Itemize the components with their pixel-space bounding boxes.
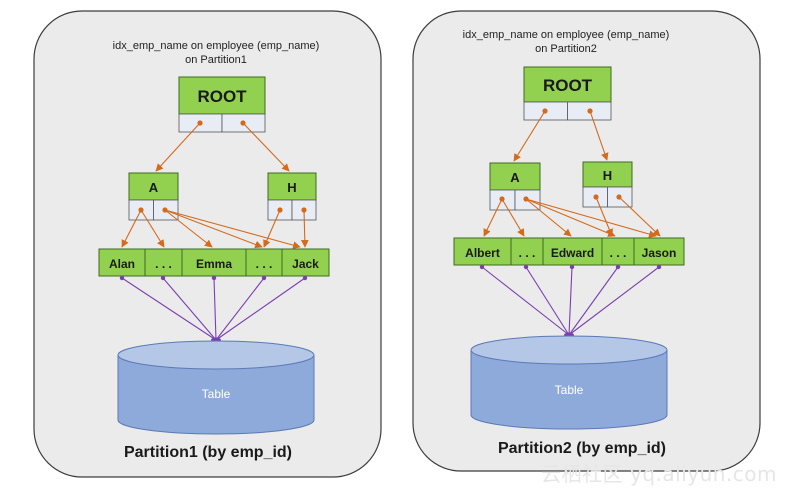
partition-2-leaf-row: Albert . . . Edward . . . Jason bbox=[453, 237, 685, 266]
partition-1-panel: idx_emp_name on employee (emp_name) on P… bbox=[33, 10, 382, 478]
partition-2-panel: idx_emp_name on employee (emp_name) on P… bbox=[412, 10, 761, 472]
partition-2-leaf-1-label: Albert bbox=[465, 246, 500, 260]
partition-1-leaf-1 bbox=[98, 248, 146, 277]
partition-2-title: Partition2 (by emp_id) bbox=[498, 440, 666, 457]
partition-1-pointer-arrows bbox=[121, 122, 309, 249]
partition-1-leaf-2-label: . . . bbox=[155, 257, 172, 271]
partition-2-caption-line1: idx_emp_name on employee (emp_name) bbox=[463, 29, 670, 41]
partition-2-branch-h: H bbox=[582, 161, 633, 208]
partition-2-table-label: Table bbox=[555, 383, 584, 397]
partition-1-table-label: Table bbox=[202, 387, 231, 401]
partition-1-link-dots bbox=[119, 275, 308, 343]
partition-1-leaf-4-label: . . . bbox=[256, 257, 273, 271]
partition-1-branch-h-label: H bbox=[287, 180, 296, 195]
partition-2-caption-line2: on Partition2 bbox=[535, 43, 597, 55]
partition-2-pointer-arrows bbox=[483, 110, 661, 238]
watermark-text: 云栖社区 yq.aliyun.com bbox=[541, 462, 777, 486]
partition-1-branch-a: A bbox=[128, 172, 179, 221]
partition-2-root-node: ROOT bbox=[523, 66, 612, 121]
partition-2-leaf-4-label: . . . bbox=[610, 246, 627, 260]
partition-2-branch-h-label: H bbox=[603, 168, 612, 183]
partition-1-caption-line1: idx_emp_name on employee (emp_name) bbox=[113, 40, 320, 52]
partition-2-leaf-1 bbox=[453, 237, 512, 266]
partition-1-branch-h: H bbox=[267, 172, 317, 221]
partition-2-table-links bbox=[481, 266, 660, 336]
partition-1-leaf-3-label: Emma bbox=[196, 257, 232, 271]
partition-1-title: Partition1 (by emp_id) bbox=[124, 444, 292, 461]
partition-1-leaf-5-label: Jack bbox=[292, 257, 319, 271]
partition-1-leaf-2 bbox=[144, 248, 183, 277]
partition-1-root-label: ROOT bbox=[197, 87, 247, 106]
partition-2-leaf-2-label: . . . bbox=[519, 246, 536, 260]
partition-2-table-cylinder: Table bbox=[470, 335, 668, 430]
partition-2-leaf-3 bbox=[542, 237, 603, 266]
partition-1-table-cylinder: Table bbox=[117, 340, 315, 435]
partition-1-leaf-5 bbox=[281, 248, 330, 277]
partition-1-leaf-1-label: Alan bbox=[109, 257, 135, 271]
partition-2-root-label: ROOT bbox=[543, 76, 593, 95]
partition-2-leaf-3-label: Edward bbox=[551, 246, 594, 260]
partition-1-branch-a-label: A bbox=[149, 180, 159, 195]
partition-2-pointer-dots bbox=[499, 108, 622, 202]
partition-1-leaf-row: Alan . . . Emma . . . Jack bbox=[98, 248, 330, 277]
partition-1-root-node: ROOT bbox=[178, 76, 266, 133]
partition-2-link-dots bbox=[479, 264, 662, 338]
partition-1-caption-line2: on Partition1 bbox=[185, 54, 247, 66]
partition-2-branch-a-label: A bbox=[510, 170, 520, 185]
partition-2-branch-a: A bbox=[489, 162, 541, 211]
partition-1-pointer-dots bbox=[138, 120, 307, 213]
partition-2-leaf-5-label: Jason bbox=[642, 246, 677, 260]
partition-1-table-links bbox=[121, 277, 306, 341]
